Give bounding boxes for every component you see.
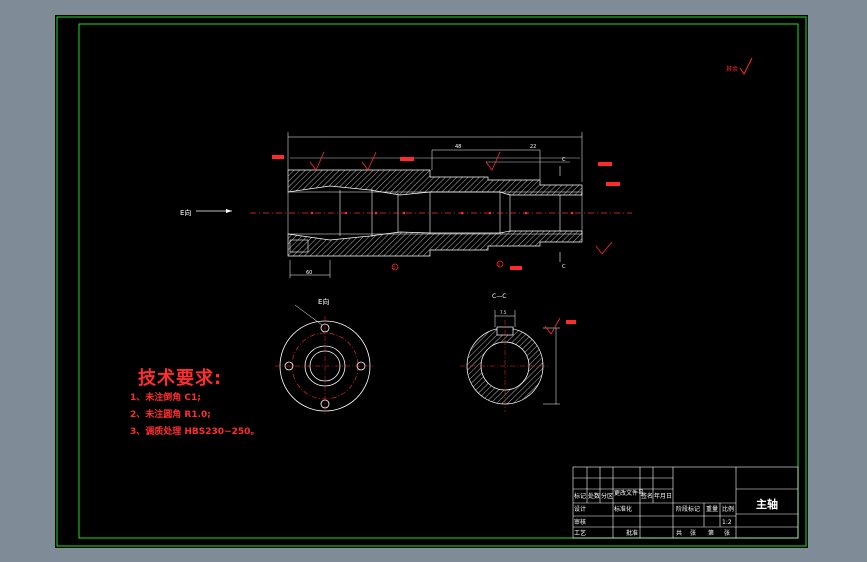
svg-text:48: 48: [455, 144, 461, 150]
tb-design: 设计: [574, 506, 587, 513]
svg-text:②: ②: [497, 262, 501, 267]
tb-process: 工艺: [574, 530, 587, 537]
title-block: [572, 466, 799, 539]
tech-requirement-1: 1、未注倒角 C1;: [130, 393, 201, 403]
drawing-sheet: [55, 15, 808, 548]
tb-sheets: 张: [690, 530, 697, 537]
svg-text:C—C: C—C: [492, 293, 506, 300]
tech-requirement-2: 2、未注圆角 R1.0;: [130, 410, 211, 420]
svg-text:60: 60: [306, 270, 312, 276]
tb-sign: 签名: [641, 493, 654, 500]
tb-change-doc: 更改文件号: [614, 490, 645, 497]
svg-text:C: C: [562, 157, 566, 163]
roughness-symbol: 其余: [726, 57, 753, 75]
inner-frame: [78, 23, 799, 539]
tb-count: 处数: [588, 493, 601, 500]
flange-view: E向: [275, 297, 375, 416]
tb-mark: 标记: [574, 493, 587, 500]
svg-text:①: ①: [392, 265, 396, 270]
svg-text:C: C: [562, 264, 566, 270]
shaft-view: 60 48 22 ① ② C C E向: [180, 132, 632, 278]
tb-total: 共: [676, 530, 683, 537]
section-cc: C—C 7.5: [460, 293, 576, 412]
part-name: 主轴: [756, 498, 778, 511]
tb-standard: 标准化: [614, 506, 633, 513]
view-label-e: E向: [180, 208, 191, 217]
tb-approve: 批准: [626, 530, 639, 537]
svg-text:7.5: 7.5: [500, 310, 507, 315]
tb-weight: 重量: [706, 506, 719, 513]
tb-scale: 比例: [722, 506, 735, 513]
tb-date: 年月日: [654, 493, 673, 500]
svg-text:E向: E向: [318, 297, 329, 306]
tb-sheet-no: 第: [708, 530, 715, 537]
tb-scale-value: 1:2: [722, 519, 732, 526]
tb-sheet: 张: [724, 530, 731, 537]
tech-requirement-3: 3、调质处理 HBS230~250。: [130, 427, 260, 437]
tb-stage: 阶段标记: [676, 506, 701, 513]
roughness-note: 其余: [726, 65, 738, 73]
outer-frame: [56, 16, 807, 547]
tb-review: 审核: [574, 519, 587, 526]
tb-zone: 分区: [601, 493, 614, 500]
tech-requirements-title: 技术要求:: [138, 368, 223, 389]
svg-text:22: 22: [530, 144, 536, 150]
